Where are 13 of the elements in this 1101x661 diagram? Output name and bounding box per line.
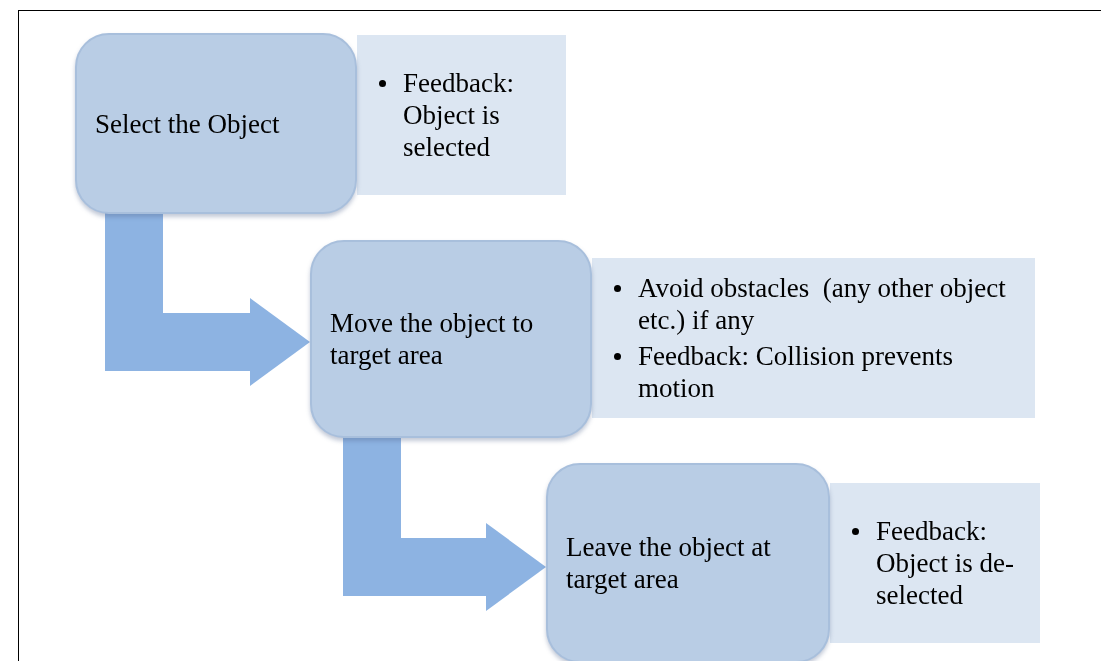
step-box (75, 33, 357, 214)
step-label: Leave the object at target area (566, 531, 772, 595)
step-label: Move the object to target area (330, 307, 535, 371)
bullet-text: Avoid obstacles (any other object etc.) if any (606, 272, 1021, 336)
bullet-text: Feedback: Object is de-selected (844, 515, 1026, 611)
step-box (310, 240, 592, 438)
bullet-text: Feedback: Collision prevents motion (606, 340, 1021, 404)
step-box (546, 463, 830, 661)
note-box (357, 35, 566, 195)
note-box (592, 258, 1035, 418)
bullet-text: Feedback: Object is selected (371, 67, 552, 163)
step-label: Select the Object (95, 107, 280, 140)
note-box (830, 483, 1040, 643)
